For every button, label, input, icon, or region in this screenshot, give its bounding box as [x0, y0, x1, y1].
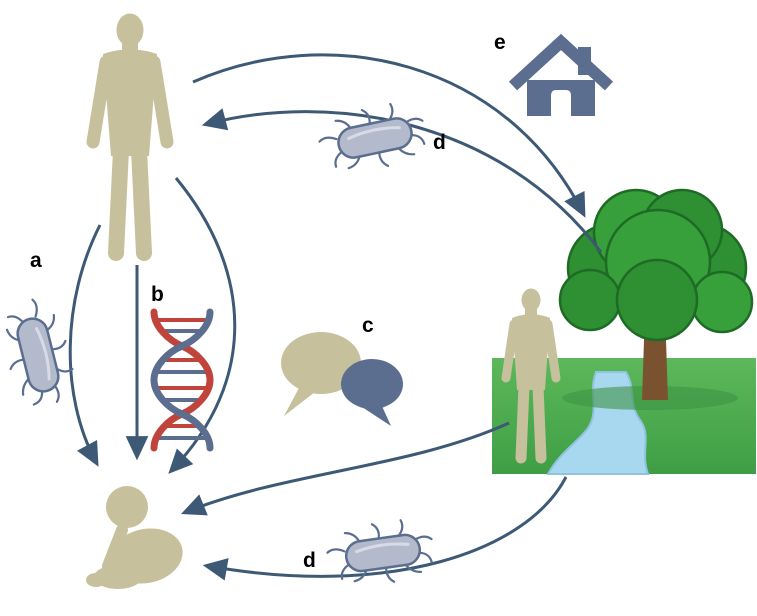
arrow-adult-to-environment [192, 53, 586, 218]
arrow-environment-to-infant-upper [180, 421, 510, 516]
label-b: b [151, 283, 164, 306]
bacterium-icon-a [0, 292, 81, 413]
tree-foliage [558, 188, 754, 342]
arrow-adult-to-infant-left [68, 224, 102, 467]
arrow-environment-to-infant-lower [202, 476, 568, 581]
bacterium-icon-d-bottom [322, 514, 439, 592]
environment-person-silhouette [501, 288, 561, 464]
transmission-arrows [68, 53, 603, 581]
house-icon [508, 33, 614, 116]
label-c: c [362, 314, 374, 337]
label-a: a [30, 249, 42, 272]
arrow-adult-to-infant-right [168, 177, 237, 474]
adult-silhouette [86, 13, 174, 261]
label-d-bottom: d [303, 549, 316, 572]
tree-trunk [618, 290, 690, 400]
speech-bubbles-icon [281, 332, 403, 426]
dna-helix-icon [150, 308, 214, 452]
arrow-environment-to-adult [201, 108, 603, 253]
label-d-top: d [433, 131, 446, 154]
label-e: e [494, 31, 506, 54]
infant-silhouette [86, 486, 183, 589]
bacterium-icon-d-top [313, 96, 432, 181]
environment-scene [492, 188, 756, 475]
